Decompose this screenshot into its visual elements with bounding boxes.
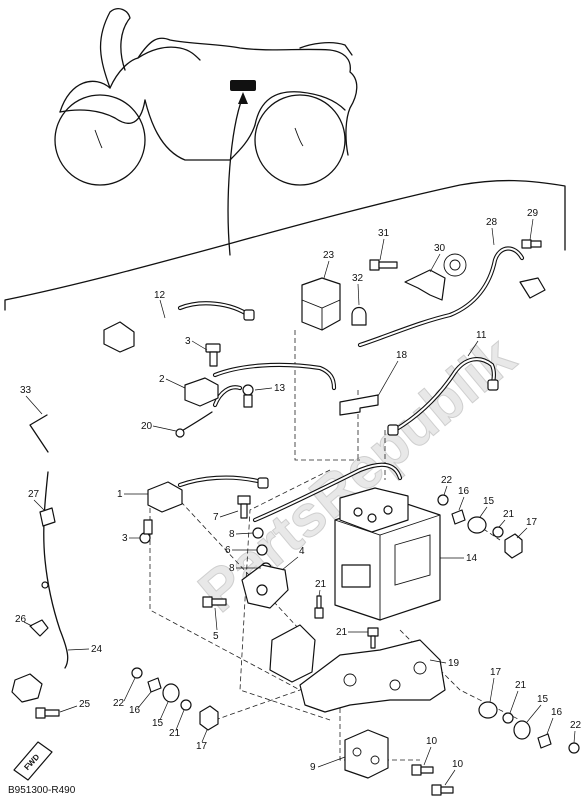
callout-32: 32 [352, 273, 364, 284]
callout-28: 28 [486, 217, 498, 228]
callout-21-right: 21 [515, 680, 527, 691]
callout-30: 30 [434, 243, 446, 254]
callout-25: 25 [79, 699, 91, 710]
callout-3-lower: 3 [122, 533, 128, 544]
bolt-16-left [147, 677, 162, 693]
bracket-30 [404, 253, 467, 301]
bracket-9 [344, 729, 389, 779]
sensor-29 [519, 239, 546, 299]
callout-20: 20 [141, 421, 153, 432]
callout-31: 31 [378, 228, 390, 239]
bolt-25 [35, 707, 60, 719]
callout-16-top: 16 [458, 486, 470, 497]
callout-24: 24 [91, 644, 103, 655]
callout-11: 11 [476, 330, 487, 341]
callout-15-right: 15 [537, 694, 549, 705]
callout-1: 1 [117, 489, 123, 500]
washer-22-top [437, 494, 449, 506]
callout-21-top: 21 [503, 509, 515, 520]
grommet-15-right [513, 720, 531, 740]
callout-2: 2 [159, 374, 165, 385]
bolt-16-top [451, 509, 466, 525]
bolt-21-mid [314, 595, 324, 619]
callout-22-right: 22 [570, 720, 582, 731]
callout-8-lower: 8 [229, 563, 235, 574]
callout-21-left: 21 [169, 728, 181, 739]
union-bolt-13 [242, 384, 254, 408]
cover-23 [301, 277, 341, 331]
bolt-16-right [537, 733, 552, 749]
bolt-3-lower [139, 519, 153, 544]
callout-7: 7 [213, 512, 219, 523]
callout-22-left: 22 [113, 698, 125, 709]
callout-15-left: 15 [152, 718, 164, 729]
callout-17-top: 17 [526, 517, 538, 528]
bracket-sub [269, 624, 316, 683]
bolt-21-lower [367, 627, 379, 649]
damper-17-top [504, 533, 523, 559]
callout-8-top: 8 [229, 529, 235, 540]
callout-4: 4 [299, 546, 305, 557]
callout-19: 19 [448, 658, 460, 669]
callout-33: 33 [20, 385, 32, 396]
callout-3-top: 3 [185, 336, 191, 347]
callout-17-right: 17 [490, 667, 502, 678]
sensor-lead-24 [11, 471, 69, 703]
collar-21-top [492, 526, 504, 538]
callout-13: 13 [274, 383, 286, 394]
bolt-5 [202, 596, 227, 608]
bolt-10-top [411, 764, 434, 776]
grommet-15-left [162, 683, 180, 703]
callout-12: 12 [154, 290, 166, 301]
washer-6 [256, 544, 268, 556]
callout-14: 14 [466, 553, 478, 564]
callout-26: 26 [15, 614, 27, 625]
callout-18: 18 [396, 350, 408, 361]
washer-8 [252, 527, 264, 539]
hose-20 [175, 411, 213, 438]
collar-21-right [502, 712, 514, 724]
callout-16-right: 16 [551, 707, 563, 718]
collar-21-left [180, 699, 192, 711]
washer-22-right [568, 742, 580, 754]
callout-21-lower: 21 [336, 627, 348, 638]
damper-17-left [199, 705, 219, 731]
drawing-code: B951300-R490 [8, 785, 76, 796]
motorcycle-silhouette [54, 8, 358, 256]
callout-5: 5 [213, 631, 219, 642]
brake-hose-12-end [103, 321, 135, 353]
bolt-31 [369, 259, 398, 271]
bracket-19 [299, 639, 446, 713]
fwd-arrow-icon: FWD [13, 741, 53, 781]
abs-location-marker [230, 80, 256, 91]
plate-18 [339, 394, 379, 416]
brake-pipes [177, 246, 525, 523]
callout-9: 9 [310, 762, 316, 773]
damper-17-right [478, 701, 498, 719]
bolt-3-top [205, 343, 221, 367]
callout-6: 6 [225, 545, 231, 556]
callout-23: 23 [323, 250, 335, 261]
callout-10-bottom: 10 [452, 759, 464, 770]
bolt-7 [237, 495, 251, 519]
callout-27: 27 [28, 489, 40, 500]
washer-22-left [131, 667, 143, 679]
callout-labels: 12 3 2 13 20 33 1 3 7 8 6 8 4 5 23 31 32… [15, 208, 582, 786]
tube-33 [29, 414, 49, 453]
callout-10-top: 10 [426, 736, 438, 747]
callout-21-mid: 21 [315, 579, 327, 590]
abs-hydraulic-unit-14 [334, 487, 441, 621]
grommet-15-top [467, 516, 487, 534]
joint-block-2 [184, 377, 219, 407]
callout-15-top: 15 [483, 496, 495, 507]
callout-16-left: 16 [129, 705, 141, 716]
callout-22-top: 22 [441, 475, 453, 486]
clip-32 [351, 306, 367, 326]
bolt-10-bottom [431, 784, 454, 796]
callout-17-left: 17 [196, 741, 208, 752]
joint-block-1 [147, 481, 183, 513]
callout-29: 29 [527, 208, 539, 219]
